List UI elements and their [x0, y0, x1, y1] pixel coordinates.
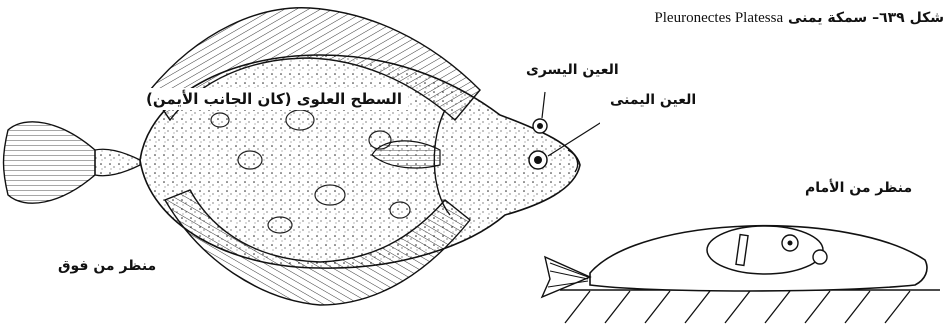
caudal-peduncle — [95, 149, 140, 175]
front-tail — [542, 257, 590, 297]
fish-body — [140, 55, 580, 268]
caption-latin: Pleuronectes Platessa — [654, 10, 783, 26]
front-head-oval — [707, 226, 823, 274]
right-eye-label: العين اليمنى — [610, 92, 696, 108]
front-view-label: منظر من الأمام — [805, 180, 912, 196]
left-eye-label: العين اليسرى — [526, 62, 619, 78]
front-eye-lower — [813, 250, 827, 264]
flatfish-top-view-illustration — [0, 0, 600, 332]
left-eye-drawing — [533, 119, 547, 133]
view-from-above-label: منظر من فوق — [58, 258, 156, 274]
figure-caption: شكل ٦٣٩– سمكة يمنى Pleuronectes Platessa — [654, 10, 944, 27]
tail-fin — [4, 122, 96, 203]
leader-left-eye — [542, 92, 545, 118]
flatfish-front-view-illustration — [520, 205, 945, 330]
seabed-hatching — [565, 291, 910, 323]
caption-arabic: شكل ٦٣٩– سمكة يمنى — [788, 10, 944, 26]
top-surface-label: السطح العلوى (كان الجانب الأيمن) — [140, 88, 408, 110]
right-eye-drawing — [529, 151, 547, 169]
